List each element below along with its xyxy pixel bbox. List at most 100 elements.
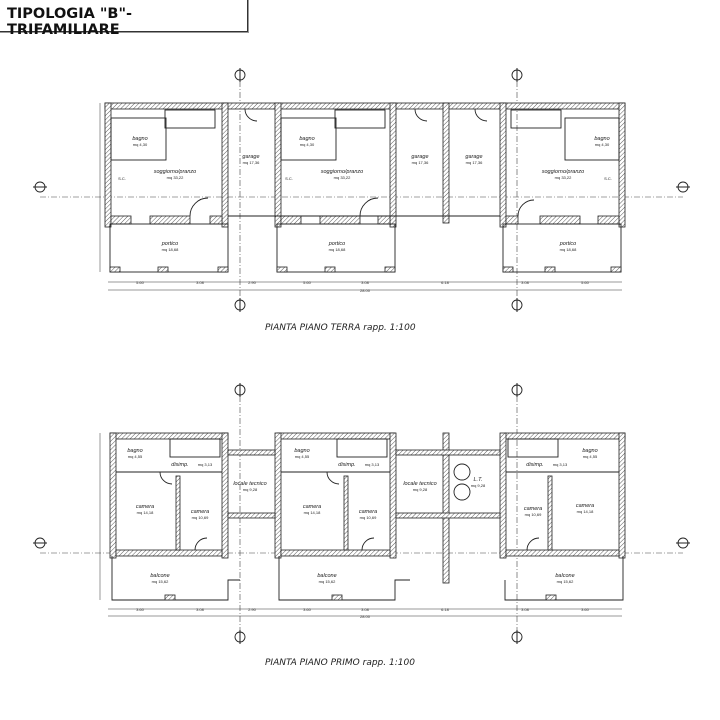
first-floor-caption: PIANTA PIANO PRIMO rapp. 1:100	[265, 658, 415, 668]
svg-text:portico: portico	[161, 241, 179, 247]
svg-text:mq 4,55: mq 4,55	[128, 454, 143, 459]
svg-text:mq 4,30: mq 4,30	[595, 142, 610, 147]
svg-text:5.60: 5.60	[303, 280, 312, 285]
svg-text:soggiorno/pranzo: soggiorno/pranzo	[321, 169, 364, 175]
section-marker-icon	[234, 383, 246, 397]
walls	[109, 432, 626, 584]
svg-text:mq 14,18: mq 14,18	[137, 510, 154, 515]
svg-text:3.08: 3.08	[361, 280, 370, 285]
svg-text:mq 4,30: mq 4,30	[133, 142, 148, 147]
door-swings	[159, 463, 540, 551]
svg-text:mq 18,68: mq 18,68	[560, 247, 577, 252]
svg-text:mq 15,62: mq 15,62	[152, 579, 169, 584]
svg-text:mq 3,13: mq 3,13	[365, 462, 380, 467]
svg-text:disimp.: disimp.	[171, 462, 188, 468]
svg-text:disimp.: disimp.	[338, 462, 355, 468]
svg-text:garage: garage	[242, 154, 259, 160]
svg-text:3.08: 3.08	[361, 607, 370, 612]
porches	[109, 223, 622, 273]
svg-text:bagno: bagno	[594, 136, 609, 142]
section-marker-icon	[511, 383, 523, 397]
svg-text:28.00: 28.00	[360, 288, 371, 293]
svg-text:camera: camera	[136, 504, 154, 510]
svg-text:portico: portico	[328, 241, 346, 247]
svg-text:garage: garage	[411, 154, 428, 160]
svg-text:camera: camera	[524, 506, 542, 512]
svg-text:camera: camera	[359, 509, 377, 515]
svg-text:mq 33,22: mq 33,22	[555, 175, 572, 180]
axis-lines	[40, 70, 683, 310]
balconies	[111, 556, 624, 601]
svg-text:mq 15,62: mq 15,62	[319, 579, 336, 584]
first-floor-plan: bagno mq 4,55 disimp. mq 3,13 camera mq …	[33, 383, 690, 668]
ground-floor-caption: PIANTA PIANO TERRA rapp. 1:100	[265, 323, 416, 333]
svg-text:L.T.: L.T.	[474, 477, 483, 483]
svg-text:soggiorno/pranzo: soggiorno/pranzo	[542, 169, 585, 175]
svg-text:bagno: bagno	[127, 448, 142, 454]
walls	[104, 102, 626, 228]
drawing-title-box: TIPOLOGIA "B"- TRIFAMILIARE	[0, 0, 248, 38]
svg-text:S.C.: S.C.	[285, 176, 293, 181]
svg-text:soggiorno/pranzo: soggiorno/pranzo	[154, 169, 197, 175]
drawing-title: TIPOLOGIA "B"- TRIFAMILIARE	[7, 6, 133, 38]
section-marker-icon	[234, 298, 246, 312]
section-marker-icon	[234, 630, 246, 644]
svg-text:bagno: bagno	[294, 448, 309, 454]
svg-text:5.60: 5.60	[581, 280, 590, 285]
svg-text:mq 33,22: mq 33,22	[167, 175, 184, 180]
section-marker-icon	[676, 181, 690, 193]
svg-text:3.60: 3.60	[581, 607, 590, 612]
svg-text:mq 17,36: mq 17,36	[412, 160, 429, 165]
svg-text:disimp.: disimp.	[526, 462, 543, 468]
section-marker-icon	[511, 630, 523, 644]
svg-text:balcone: balcone	[150, 573, 169, 579]
door-swings	[189, 108, 535, 217]
svg-text:camera: camera	[576, 503, 594, 509]
svg-text:camera: camera	[303, 504, 321, 510]
svg-text:28.00: 28.00	[360, 614, 371, 619]
svg-text:3.08: 3.08	[521, 607, 530, 612]
svg-text:mq 9,28: mq 9,28	[471, 483, 486, 488]
dimension-lines: 3.60 3.08 2.90 3.60 3.08 6.18 3.08 3.60 …	[99, 433, 622, 619]
svg-text:3.60: 3.60	[136, 607, 145, 612]
svg-text:mq 4,30: mq 4,30	[300, 142, 315, 147]
svg-text:mq 9,28: mq 9,28	[413, 487, 428, 492]
svg-text:mq 15,62: mq 15,62	[557, 579, 574, 584]
svg-text:bagno: bagno	[582, 448, 597, 454]
svg-text:2.90: 2.90	[248, 280, 257, 285]
svg-text:3.08: 3.08	[196, 607, 205, 612]
svg-text:camera: camera	[191, 509, 209, 515]
svg-text:2.90: 2.90	[248, 607, 257, 612]
svg-text:mq 9,28: mq 9,28	[243, 487, 258, 492]
svg-text:balcone: balcone	[555, 573, 574, 579]
svg-text:S.C.: S.C.	[604, 176, 612, 181]
svg-text:mq 18,68: mq 18,68	[329, 247, 346, 252]
svg-text:mq 4,55: mq 4,55	[583, 454, 598, 459]
svg-text:3.08: 3.08	[521, 280, 530, 285]
svg-text:portico: portico	[559, 241, 577, 247]
axis-markers	[33, 383, 690, 644]
axis-markers	[33, 68, 690, 312]
svg-text:mq 17,36: mq 17,36	[466, 160, 483, 165]
section-marker-icon	[511, 68, 523, 82]
svg-text:mq 3,13: mq 3,13	[553, 462, 568, 467]
svg-text:locale tecnico: locale tecnico	[233, 481, 266, 487]
svg-text:6.18: 6.18	[441, 280, 450, 285]
svg-text:mq 10,69: mq 10,69	[360, 515, 377, 520]
svg-text:balcone: balcone	[317, 573, 336, 579]
svg-text:mq 14,18: mq 14,18	[577, 509, 594, 514]
room-labels: bagno mq 4,55 disimp. mq 3,13 camera mq …	[127, 448, 598, 584]
svg-text:bagno: bagno	[299, 136, 314, 142]
svg-text:5.60: 5.60	[136, 280, 145, 285]
section-marker-icon	[676, 537, 690, 549]
svg-text:locale tecnico: locale tecnico	[403, 481, 436, 487]
svg-text:S.C.: S.C.	[118, 176, 126, 181]
svg-text:mq 17,36: mq 17,36	[243, 160, 260, 165]
svg-text:3.60: 3.60	[303, 607, 312, 612]
dimension-lines: 5.60 3.08 2.90 5.60 3.08 6.18 3.08 5.60 …	[99, 103, 622, 293]
section-marker-icon	[33, 537, 47, 549]
svg-text:6.18: 6.18	[441, 607, 450, 612]
svg-text:bagno: bagno	[132, 136, 147, 142]
svg-text:garage: garage	[465, 154, 482, 160]
